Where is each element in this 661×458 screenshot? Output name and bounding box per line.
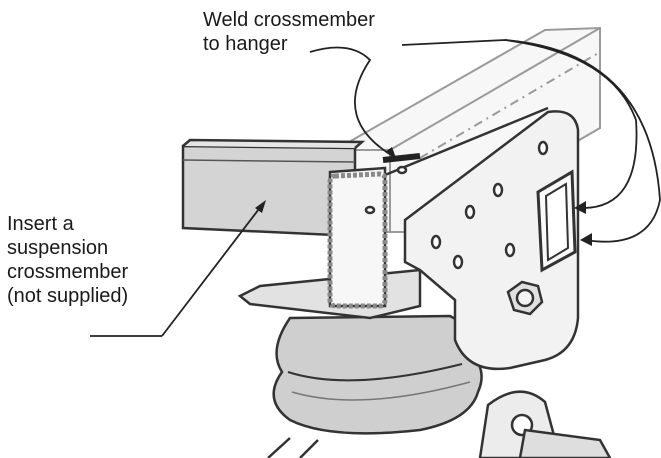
insert-callout-line-1: Insert a	[7, 213, 74, 235]
crossmember-end	[327, 153, 421, 309]
arrow-to-weld-icon	[385, 147, 396, 158]
arrow-to-slot-top-icon	[574, 201, 586, 214]
weld-callout-line-2: to hanger	[203, 33, 288, 55]
weld-callout-line-1: Weld crossmember	[203, 9, 375, 31]
leader-lines	[161, 39, 661, 337]
arrow-to-crossmember-icon	[255, 200, 266, 213]
air-spring	[272, 314, 483, 435]
lower-bracket	[267, 390, 612, 458]
insert-callout-line-4: (not supplied)	[7, 285, 129, 307]
arrowheads	[255, 147, 592, 246]
arrow-to-slot-bottom-icon	[580, 233, 592, 246]
insert-callout-line-2: suspension	[7, 237, 109, 259]
crossmember-tube	[181, 138, 366, 238]
insert-callout-line-3: crossmember	[7, 261, 129, 283]
weld-callout: Weld crossmember to hanger	[203, 8, 375, 56]
insert-callout: Insert a suspension crossmember (not sup…	[7, 212, 128, 308]
